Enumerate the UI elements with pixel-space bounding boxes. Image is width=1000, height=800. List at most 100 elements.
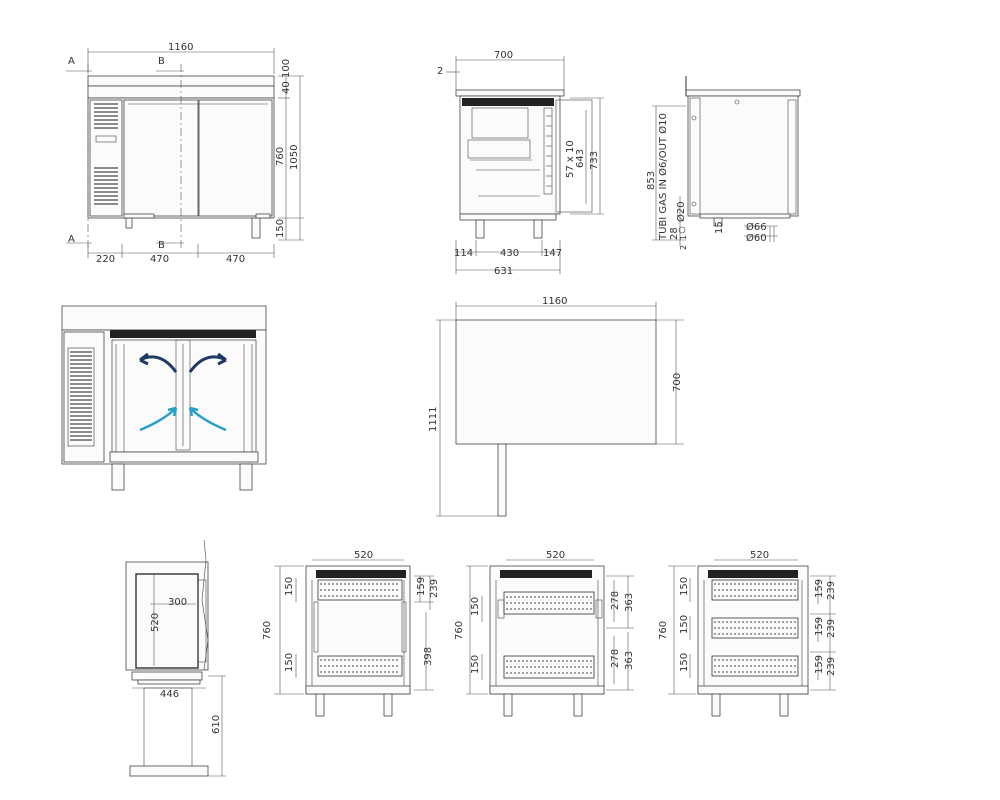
config2-dim-150a: 150	[470, 597, 481, 616]
dim-front-bottom-470b: 470	[226, 254, 245, 265]
config3-dim-150b: 150	[679, 615, 690, 634]
config3-dim-760: 760	[658, 621, 669, 640]
dim-front-top-100: 100	[281, 59, 292, 78]
front-control-display	[95, 135, 117, 143]
gn-pan-frame	[125, 561, 209, 671]
gn-pan-detail: 300 520 446 610	[125, 539, 226, 777]
top-view: 1160 700 1111	[428, 296, 684, 517]
config-view-3: 520 760 150 150 150 159 239 159 239 159 …	[658, 550, 837, 717]
config2-leg-right	[573, 693, 583, 717]
config3-dim-159c: 159	[814, 655, 825, 674]
dim-rear-28: 28	[669, 227, 680, 240]
dim-front-height-760: 760	[275, 147, 286, 166]
dim-gn-300: 300	[168, 597, 187, 608]
dim-side-bottom-114: 114	[454, 248, 473, 259]
dim-top-width-1160: 1160	[542, 296, 567, 307]
front-vent-grill-bottom	[94, 167, 118, 205]
config2-dim-278a: 278	[610, 591, 621, 610]
front-view: A A B B 1160 40 100 760 1050 150 220 470…	[66, 42, 304, 265]
dim-front-width: 1160	[168, 42, 193, 53]
front-vent-grill-top	[94, 103, 118, 129]
dim-rear-d60: Ø60	[746, 232, 767, 244]
front-compressor-panel	[89, 99, 123, 217]
config1-leg-left	[315, 693, 325, 717]
config3-dim-520: 520	[750, 550, 769, 561]
config3-drawer-middle	[711, 617, 799, 639]
config1-dim-159: 159	[416, 577, 427, 596]
front-door-right	[198, 99, 273, 217]
config2-dim-520: 520	[546, 550, 565, 561]
dim-side-733: 733	[589, 151, 600, 170]
rear-leg	[713, 217, 723, 227]
dim-rear-15: 15	[714, 221, 725, 234]
top-view-leg	[497, 443, 507, 517]
dim-rear-853: 853	[646, 171, 657, 190]
config1-drawer-bottom	[317, 655, 403, 677]
config3-dim-239a: 239	[826, 581, 837, 600]
config3-dim-150c: 150	[679, 653, 690, 672]
side-evaporator	[462, 98, 554, 106]
airflow-section-view	[61, 305, 267, 491]
dim-rear-1: 1	[679, 235, 688, 240]
config1-leg-right	[383, 693, 393, 717]
side-worktop	[455, 89, 565, 97]
gn-pan-stand	[143, 687, 193, 771]
config3-drawer-bottom	[711, 655, 799, 677]
dim-front-leg-150: 150	[275, 219, 286, 238]
config1-dim-760: 760	[262, 621, 273, 640]
config3-dim-159a: 159	[814, 579, 825, 598]
config3-dim-159b: 159	[814, 617, 825, 636]
config2-leg-left	[503, 693, 513, 717]
front-door-left	[123, 99, 199, 217]
config3-drawer-top	[711, 579, 799, 601]
config2-dim-150b: 150	[470, 655, 481, 674]
dim-gn-446: 446	[160, 689, 179, 700]
dim-side-643: 643	[575, 149, 586, 168]
airflow-cold-right-arrow	[189, 407, 227, 432]
config2-body	[489, 565, 605, 695]
airflow-leg-right	[239, 463, 253, 491]
section-a-label-top: A	[68, 56, 75, 67]
dim-gn-520: 520	[150, 613, 161, 632]
config2-dim-278b: 278	[610, 649, 621, 668]
airflow-leg-left	[111, 463, 125, 491]
dim-side-bottom-430: 430	[500, 248, 519, 259]
config3-dim-150a: 150	[679, 577, 690, 596]
section-b-label-top: B	[158, 56, 165, 67]
side-leg-rear	[533, 219, 543, 239]
side-fan-box	[471, 107, 529, 139]
rear-gas-pipe-label: TUBI GAS IN Ø6/OUT Ø10	[657, 113, 669, 241]
config3-leg-right	[779, 693, 789, 717]
dim-front-height-1050: 1050	[289, 145, 300, 170]
dim-front-bottom-470a: 470	[150, 254, 169, 265]
config1-dim-398: 398	[423, 647, 434, 666]
dim-front-top-40: 40	[281, 81, 292, 94]
side-body	[459, 95, 561, 215]
config3-leg-left	[711, 693, 721, 717]
dim-side-offset-2: 2	[437, 66, 443, 77]
dim-side-bottom-147: 147	[543, 248, 562, 259]
config1-dim-150a: 150	[284, 577, 295, 596]
config2-dim-760: 760	[454, 621, 465, 640]
config1-dim-150b: 150	[284, 653, 295, 672]
front-leg-left	[125, 217, 133, 229]
dim-top-depth-700: 700	[672, 373, 683, 392]
side-leg-front	[475, 219, 485, 239]
config-view-1: 520 760 150 150 159 239 398	[262, 550, 440, 717]
airflow-worktop	[61, 305, 267, 331]
config1-body	[305, 565, 411, 695]
airflow-center-duct	[175, 339, 191, 451]
airflow-cold-left-arrow	[139, 407, 177, 432]
dim-gn-610: 610	[211, 715, 222, 734]
config3-dim-239c: 239	[826, 657, 837, 676]
config1-dim-520: 520	[354, 550, 373, 561]
dim-rear-d20: Ø20	[675, 201, 687, 222]
section-b-label-bottom: B	[158, 240, 165, 251]
config2-dim-363b: 363	[624, 651, 635, 670]
top-view-outline	[455, 319, 657, 445]
airflow-vent-grill	[67, 347, 95, 447]
gas-inlet-icon	[678, 226, 686, 234]
dim-top-height-1111: 1111	[428, 407, 439, 432]
rear-side-view: 853 TUBI GAS IN Ø6/OUT Ø10 28 Ø20 1 2 15…	[646, 76, 801, 250]
